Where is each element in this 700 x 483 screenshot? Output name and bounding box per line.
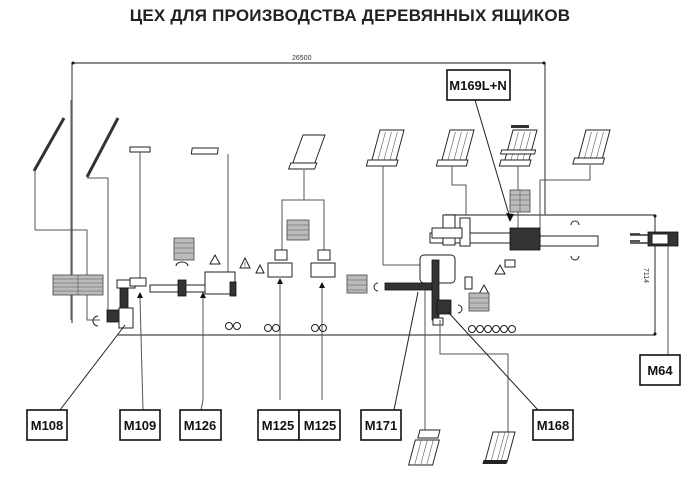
lumber-stack-left bbox=[52, 274, 104, 296]
rack-board bbox=[32, 117, 66, 172]
machine-m108[interactable] bbox=[92, 279, 136, 329]
length-dimension-text: 26500 bbox=[292, 55, 312, 62]
dimension-frame: 26500 7114 bbox=[71, 55, 657, 336]
diagram-title: ЦЕХ ДЛЯ ПРОИЗВОДСТВА ДЕРЕВЯННЫХ ЯЩИКОВ bbox=[129, 6, 571, 25]
warning-icon bbox=[494, 263, 506, 275]
dimension-tick bbox=[542, 61, 546, 65]
label-m64[interactable]: M64 bbox=[639, 354, 681, 386]
width-dimension-text: 7114 bbox=[642, 268, 649, 283]
arrow-up-icon bbox=[200, 292, 206, 298]
label-m125-right[interactable]: M125 bbox=[298, 409, 341, 441]
label-m168[interactable]: M168 bbox=[532, 409, 574, 441]
label-m125-left[interactable]: M125 bbox=[257, 409, 300, 441]
assembly-line bbox=[429, 214, 640, 295]
lumber-stack bbox=[468, 292, 490, 312]
forklift-m64[interactable] bbox=[630, 231, 679, 247]
rotation-icon bbox=[570, 255, 580, 261]
leader-m126 bbox=[200, 399, 204, 411]
leader-m108 bbox=[59, 324, 126, 411]
m125-nailer-left bbox=[267, 262, 293, 278]
dimension-tick bbox=[71, 61, 75, 65]
machine-m109[interactable] bbox=[129, 146, 151, 298]
pallet-3 bbox=[498, 129, 538, 167]
leader-m109 bbox=[139, 297, 144, 411]
leader-m171 bbox=[393, 291, 419, 411]
machine-m126[interactable]: ! bbox=[149, 147, 265, 400]
svg-text:M125: M125 bbox=[262, 418, 295, 433]
svg-text:M169L+N: M169L+N bbox=[449, 78, 506, 93]
machine-m171[interactable] bbox=[373, 254, 490, 326]
label-m171[interactable]: M171 bbox=[360, 409, 402, 441]
m126-stack bbox=[173, 237, 195, 261]
caster-symbols bbox=[225, 322, 516, 333]
svg-text:M108: M108 bbox=[31, 418, 64, 433]
warning-icon bbox=[255, 263, 265, 274]
arrow-up-icon bbox=[319, 282, 325, 288]
output-pallet-m168 bbox=[482, 431, 516, 464]
rotation-icon bbox=[457, 304, 463, 314]
svg-text:M168: M168 bbox=[537, 418, 570, 433]
label-m169[interactable]: M169L+N bbox=[446, 69, 511, 101]
arrow-up-icon bbox=[277, 278, 283, 284]
machine-m125-pair[interactable] bbox=[267, 134, 336, 400]
rack-board bbox=[85, 117, 120, 178]
svg-text:!: ! bbox=[244, 262, 246, 269]
pallet-2 bbox=[435, 129, 475, 167]
m125-nailer-right bbox=[310, 262, 336, 278]
m125-pallet bbox=[287, 134, 326, 170]
rotation-icon bbox=[92, 315, 99, 327]
svg-text:M64: M64 bbox=[647, 363, 673, 378]
leader-m168 bbox=[447, 311, 539, 411]
inclined-rack-2 bbox=[85, 117, 120, 316]
label-m108[interactable]: M108 bbox=[26, 409, 68, 441]
m126-board bbox=[190, 147, 219, 155]
svg-text:M126: M126 bbox=[184, 418, 217, 433]
rotation-icon bbox=[175, 261, 189, 267]
rotation-icon bbox=[570, 220, 580, 226]
warning-icon bbox=[239, 256, 251, 269]
warning-icon bbox=[209, 253, 221, 265]
svg-text:M125: M125 bbox=[304, 418, 337, 433]
lumber-stack-center bbox=[346, 274, 368, 294]
pallet-board bbox=[511, 125, 529, 128]
arrow-up-icon bbox=[137, 292, 143, 298]
leader-m169 bbox=[474, 99, 511, 219]
rotation-icon bbox=[373, 282, 379, 292]
label-m109[interactable]: M109 bbox=[119, 409, 161, 441]
dimension-tick bbox=[653, 332, 657, 336]
dimension-tick bbox=[653, 214, 657, 218]
feeder-board bbox=[129, 146, 151, 153]
svg-text:M171: M171 bbox=[365, 418, 398, 433]
output-pallet-m171 bbox=[407, 429, 441, 466]
pallet-4 bbox=[572, 129, 611, 165]
svg-text:M109: M109 bbox=[124, 418, 157, 433]
pallet-1 bbox=[365, 129, 405, 167]
label-m126[interactable]: M126 bbox=[179, 409, 222, 441]
